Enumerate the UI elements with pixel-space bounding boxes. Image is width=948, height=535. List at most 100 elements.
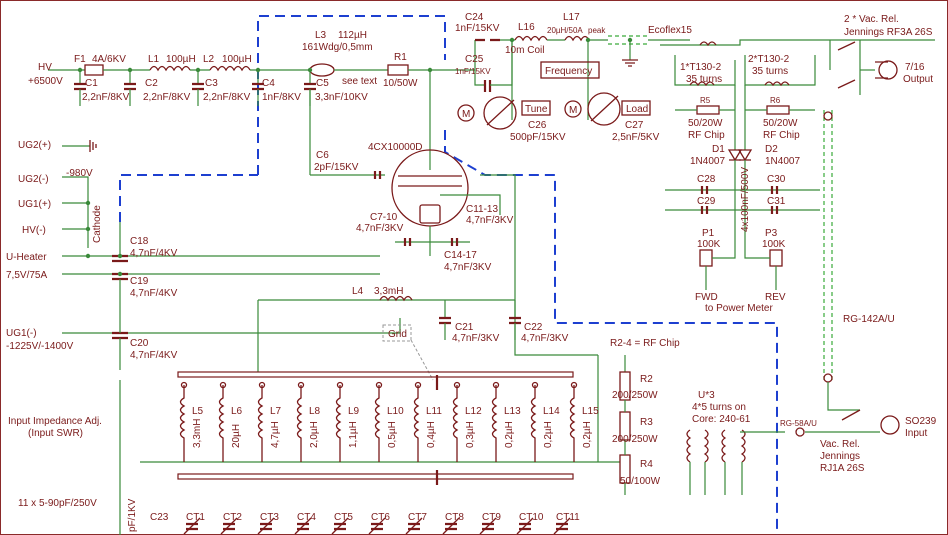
coil-l12 bbox=[452, 385, 459, 462]
c7-10-label: C7-10 bbox=[370, 212, 398, 223]
tune-motor bbox=[457, 104, 475, 122]
coil-l13 bbox=[491, 385, 498, 462]
trimmer-capacitor bbox=[445, 522, 457, 531]
coil-tap bbox=[336, 381, 344, 389]
c20-label: C20 bbox=[130, 338, 149, 349]
resistor-r1 bbox=[387, 64, 409, 76]
coil-name: L8 bbox=[309, 406, 321, 417]
u3-turns: 4*5 turns on bbox=[692, 402, 746, 413]
rg142-label: RG-142A/U bbox=[843, 314, 895, 325]
input-connector bbox=[880, 415, 900, 435]
l2-value: 100µH bbox=[222, 54, 252, 65]
c18-value: 4,7nF/4KV bbox=[130, 248, 178, 259]
tune-label: Tune bbox=[525, 104, 548, 115]
input-label: Input bbox=[905, 428, 927, 439]
trimmer-capacitor bbox=[297, 522, 309, 531]
coil-l10 bbox=[374, 385, 381, 462]
t1-name: 1*T130-2 bbox=[680, 62, 722, 73]
r5-value: 50/20W bbox=[688, 118, 723, 129]
l17-value: 20µH/50A bbox=[547, 26, 583, 35]
trimmer-adjust-arrow bbox=[220, 517, 238, 535]
trimmer-capacitor bbox=[519, 522, 531, 531]
resistor-r5 bbox=[696, 105, 720, 115]
coil-value: 0,4µH bbox=[426, 421, 437, 448]
c11-13-label: C11-13 bbox=[466, 204, 498, 215]
coil-tap bbox=[570, 381, 578, 389]
rev-label: REV bbox=[765, 292, 786, 303]
input-relay-model: RJ1A 26S bbox=[820, 463, 865, 474]
tube-4cx10000d bbox=[257, 90, 598, 381]
c28-label: C28 bbox=[697, 174, 716, 185]
coil-name: L13 bbox=[504, 406, 521, 417]
coil-name: L15 bbox=[582, 406, 599, 417]
r4-label: R4 bbox=[640, 459, 653, 470]
resistor-r6 bbox=[766, 105, 790, 115]
c25-value: 1nF/15KV bbox=[455, 67, 491, 76]
coil-name: L12 bbox=[465, 406, 482, 417]
coil-tap bbox=[219, 381, 227, 389]
label-layer: HV +6500V F1 4A/6KV L1 100µH L2 100µH L3… bbox=[6, 12, 937, 532]
potentiometer-p3 bbox=[769, 249, 783, 267]
input-relay-title: Vac. Rel. bbox=[820, 439, 860, 450]
coil-l9 bbox=[335, 385, 342, 462]
f1-label: F1 bbox=[74, 54, 86, 65]
c2-value: 2,2nF/8KV bbox=[143, 92, 191, 103]
trimmer-capacitor bbox=[186, 522, 198, 531]
c4-value: 1nF/8KV bbox=[262, 92, 301, 103]
trimmer-capacitor bbox=[223, 522, 235, 531]
coil-value: 0,3µH bbox=[465, 421, 476, 448]
c6-label: C6 bbox=[316, 150, 329, 161]
hv-voltage: +6500V bbox=[28, 76, 63, 87]
u3-core: Core: 240-61 bbox=[692, 414, 751, 425]
load-label-box bbox=[621, 100, 651, 116]
l1-label: L1 bbox=[148, 54, 160, 65]
trimmer-adjust-arrow bbox=[368, 517, 386, 535]
c26-value: 500pF/15KV bbox=[510, 132, 566, 143]
trimmer-label: CT10 bbox=[519, 512, 544, 523]
ug1-plus-label: UG1(+) bbox=[18, 199, 51, 210]
c27-label: C27 bbox=[625, 120, 644, 131]
coil-value: 20µH bbox=[231, 424, 242, 448]
trimmer-label: CT4 bbox=[297, 512, 316, 523]
input-connector-label: SO239 bbox=[905, 416, 937, 427]
c22-value: 4,7nF/3KV bbox=[521, 333, 569, 344]
c14-17-value: 4,7nF/3KV bbox=[444, 262, 492, 273]
coil-value: 1,1µH bbox=[348, 421, 359, 448]
r1-value: 10/50W bbox=[383, 78, 418, 89]
trimmer-adjust-arrow bbox=[516, 517, 534, 535]
load-motor bbox=[564, 100, 582, 118]
trimmer-capacitor bbox=[334, 522, 346, 531]
r6-value: 50/20W bbox=[763, 118, 798, 129]
c31-label: C31 bbox=[767, 196, 786, 207]
coil-tap bbox=[180, 381, 188, 389]
trimmer-label: CT8 bbox=[445, 512, 464, 523]
t2-turns: 35 turns bbox=[752, 66, 788, 77]
c24-label: C24 bbox=[465, 12, 484, 23]
c21-value: 4,7nF/3KV bbox=[452, 333, 500, 344]
coil-value: 4,7µH bbox=[270, 421, 281, 448]
coil-bank-rails bbox=[119, 371, 620, 535]
relay-title: 2 * Vac. Rel. bbox=[844, 14, 899, 25]
tube-label: 4CX10000D bbox=[368, 142, 422, 153]
coil-l5 bbox=[179, 385, 186, 462]
rf-shield-outline bbox=[119, 15, 778, 535]
trimmer-adjust-arrow bbox=[479, 517, 497, 535]
load-motor-label: M bbox=[569, 105, 577, 116]
c23-label: C23 bbox=[150, 512, 169, 523]
trimmer-capacitor bbox=[260, 522, 272, 531]
coil-name: L14 bbox=[543, 406, 560, 417]
l16-label: L16 bbox=[518, 22, 535, 33]
coil-l11 bbox=[413, 385, 420, 462]
d1-label: D1 bbox=[712, 144, 725, 155]
l16-value: 10m Coil bbox=[505, 45, 544, 56]
l4-label: L4 bbox=[352, 286, 364, 297]
frequency-label: Frequency bbox=[545, 66, 592, 77]
l17-label: L17 bbox=[563, 12, 580, 23]
c5-value: 3,3nF/10KV bbox=[315, 92, 368, 103]
c24-value: 1nF/15KV bbox=[455, 23, 500, 34]
c1-value: 2,2nF/8KV bbox=[82, 92, 130, 103]
relay-model: Jennings RF3A 26S bbox=[844, 27, 933, 38]
f1-value: 4A/6KV bbox=[92, 54, 126, 65]
trimmer-capacitor bbox=[408, 522, 420, 531]
c23-partial-value: pF/1KV bbox=[127, 498, 138, 532]
